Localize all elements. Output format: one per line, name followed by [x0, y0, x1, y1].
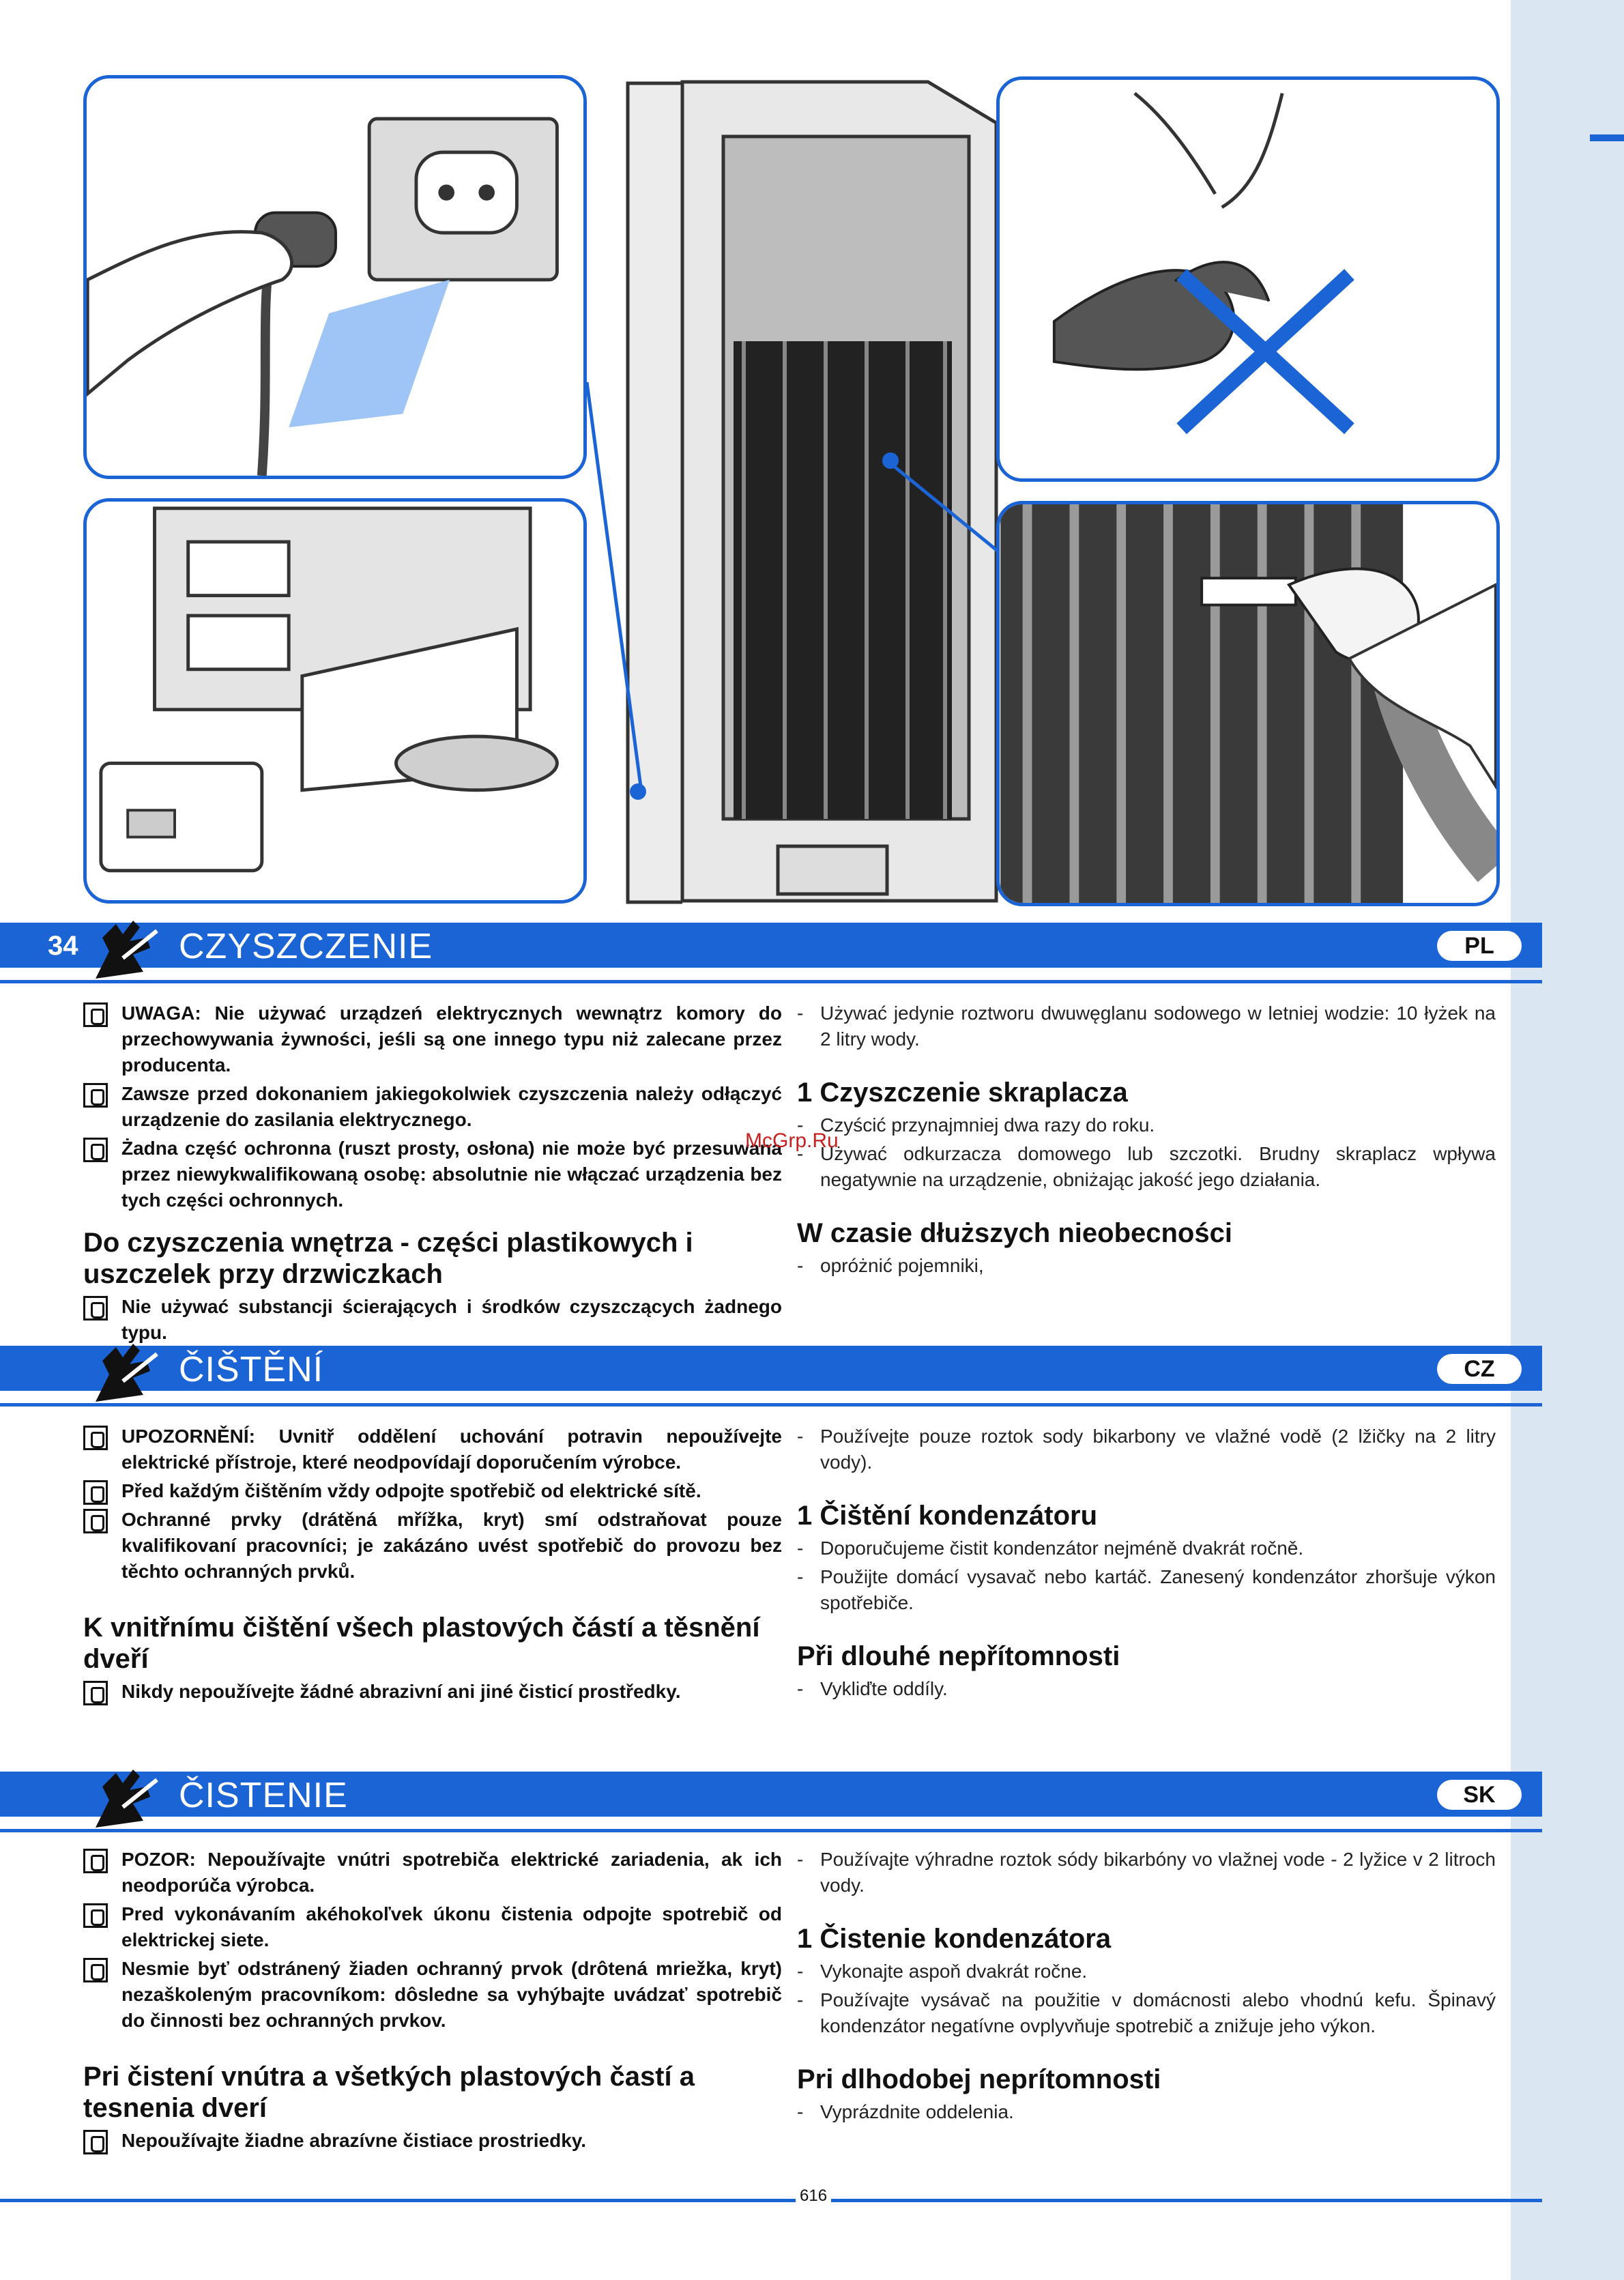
defrost-illustration: [83, 498, 587, 904]
absence-heading: Pri dlhodobej neprítomnosti: [797, 2064, 1161, 2094]
warning-item: Żadna część ochronna (ruszt prosty, osło…: [83, 1136, 782, 1213]
footer-code: 616: [796, 2187, 832, 2206]
hand-warning-icon: [83, 1138, 108, 1162]
hand-warning-icon: [83, 2130, 108, 2154]
hand-warning-icon: [83, 1849, 108, 1873]
interior-heading: K vnitřnímu čištění všech plastových čás…: [83, 1613, 760, 1674]
section-divider: [0, 1829, 1542, 1832]
cz-left-column: UPOZORNĚNÍ: Uvnitř oddělení uchování pot…: [83, 1424, 782, 1707]
language-badge: PL: [1437, 931, 1522, 961]
warning-item: Před každým čištěním vždy odpojte spotře…: [83, 1478, 782, 1505]
wrench-hand-icon: [96, 921, 158, 979]
list-item: Czyścić przynajmniej dwa razy do roku.: [797, 1112, 1496, 1138]
side-tab-marker: [1590, 134, 1624, 141]
list-item: opróżnić pojemniki,: [797, 1253, 1496, 1279]
condenser-illustration: [585, 80, 1093, 909]
section-divider: [0, 980, 1542, 983]
condenser-heading: 1 Čištění kondenzátoru: [797, 1501, 1098, 1531]
language-badge: CZ: [1437, 1354, 1522, 1384]
section-header-sk: ČISTENIE SK: [0, 1770, 1542, 1828]
hand-warning-icon: [83, 1509, 108, 1533]
absence-heading: Při dlouhé nepřítomnosti: [797, 1641, 1120, 1671]
sk-left-column: POZOR: Nepoužívajte vnútri spotrebiča el…: [83, 1847, 782, 2156]
list-item: Vykliďte oddíly.: [797, 1676, 1496, 1702]
warning-item: Nie używać substancji ścierających i śro…: [83, 1294, 782, 1346]
hand-warning-icon: [83, 1480, 108, 1505]
condenser-heading: 1 Czyszczenie skraplacza: [797, 1078, 1128, 1108]
list-item: Používajte výhradne roztok sódy bikarbón…: [797, 1847, 1496, 1899]
warning-item: POZOR: Nepoužívajte vnútri spotrebiča el…: [83, 1847, 782, 1899]
cz-right-column: Používejte pouze roztok sody bikarbony v…: [797, 1424, 1496, 1705]
language-badge: SK: [1437, 1780, 1522, 1810]
warning-item: UPOZORNĚNÍ: Uvnitř oddělení uchování pot…: [83, 1424, 782, 1475]
interior-heading: Pri čistení vnútra a všetkých plastových…: [83, 2062, 695, 2123]
warning-item: Nikdy nepoužívejte žádné abrazivní ani j…: [83, 1679, 782, 1705]
hand-warning-icon: [83, 1903, 108, 1928]
section-header-pl: 34 CZYSZCZENIE PL: [0, 921, 1542, 979]
pl-right-column: Używać jedynie roztworu dwuwęglanu sodow…: [797, 1000, 1496, 1282]
hand-warning-icon: [83, 1681, 108, 1705]
hand-warning-icon: [83, 1002, 108, 1027]
watermark: McGrp.Ru: [745, 1129, 839, 1152]
page-number: 34: [48, 931, 78, 961]
section-title: CZYSZCZENIE: [179, 927, 433, 966]
hand-warning-icon: [83, 1296, 108, 1321]
unplug-illustration: [83, 75, 587, 479]
warning-item: Nepoužívajte žiadne abrazívne čistiace p…: [83, 2128, 782, 2154]
hand-warning-icon: [83, 1958, 108, 1982]
warning-item: UWAGA: Nie używać urządzeń elektrycznych…: [83, 1000, 782, 1078]
section-title: ČIŠTĚNÍ: [179, 1350, 324, 1389]
condenser-heading: 1 Čistenie kondenzátora: [797, 1924, 1112, 1954]
interior-heading: Do czyszczenia wnętrza - części plastiko…: [83, 1228, 693, 1289]
list-item: Używać odkurzacza domowego lub szczotki.…: [797, 1141, 1496, 1193]
warning-item: Zawsze przed dokonaniem jakiegokolwiek c…: [83, 1081, 782, 1133]
warning-item: Nesmie byť odstránený žiaden ochranný pr…: [83, 1956, 782, 2034]
wrench-hand-icon: [96, 1344, 158, 1402]
wrench-hand-icon: [96, 1770, 158, 1828]
section-title: ČISTENIE: [179, 1776, 348, 1815]
absence-heading: W czasie dłuższych nieobecności: [797, 1218, 1232, 1248]
list-item: Vyprázdnite oddelenia.: [797, 2099, 1496, 2125]
list-item: Doporučujeme čistit kondenzátor nejméně …: [797, 1535, 1496, 1561]
section-header-cz: ČIŠTĚNÍ CZ: [0, 1344, 1542, 1402]
sk-right-column: Používajte výhradne roztok sódy bikarbón…: [797, 1847, 1496, 2128]
list-item: Używać jedynie roztworu dwuwęglanu sodow…: [797, 1000, 1496, 1052]
hand-warning-icon: [83, 1426, 108, 1450]
list-item: Používajte vysávač na použitie v domácno…: [797, 1987, 1496, 2039]
section-divider: [0, 1403, 1542, 1406]
warning-item: Pred vykonávaním akéhokoľvek úkonu čiste…: [83, 1901, 782, 1953]
no-water-illustration: [996, 76, 1500, 482]
list-item: Vykonajte aspoň dvakrát ročne.: [797, 1959, 1496, 1985]
list-item: Použijte domácí vysavač nebo kartáč. Zan…: [797, 1564, 1496, 1616]
page-side-tab: [1511, 0, 1624, 2280]
list-item: Používejte pouze roztok sody bikarbony v…: [797, 1424, 1496, 1475]
vacuum-condenser-illustration: [996, 501, 1500, 906]
bottom-divider: [0, 2199, 1542, 2202]
warning-item: Ochranné prvky (drátěná mřížka, kryt) sm…: [83, 1507, 782, 1585]
pl-left-column: UWAGA: Nie używać urządzeń elektrycznych…: [83, 1000, 782, 1348]
hand-warning-icon: [83, 1083, 108, 1108]
